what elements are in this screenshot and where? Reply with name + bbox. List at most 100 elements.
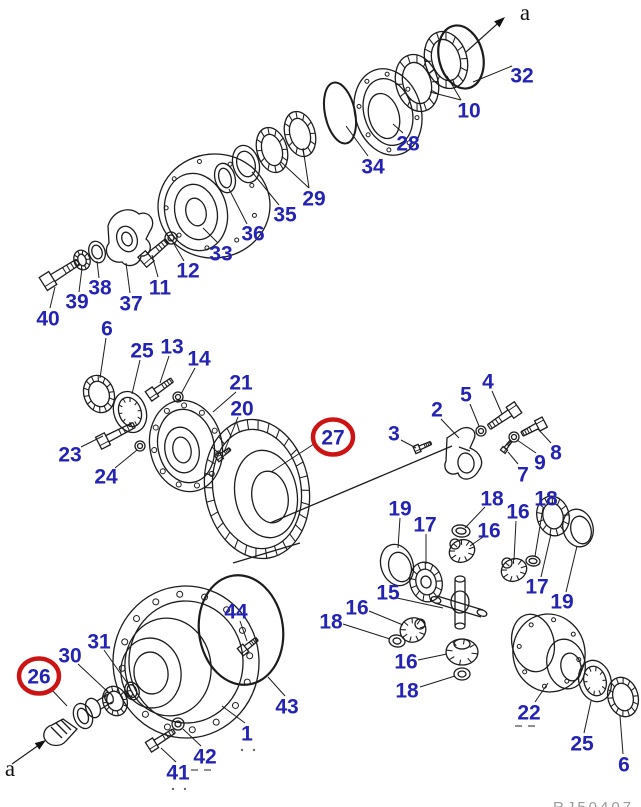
svg-text:19: 19 [388, 498, 411, 521]
svg-text:18: 18 [319, 611, 343, 634]
part-label-12: 12 [173, 243, 200, 283]
part-hub-flange-21 [148, 399, 224, 493]
svg-text:23: 23 [58, 444, 81, 467]
svg-text:6: 6 [618, 754, 630, 777]
part-label-10: 10 [429, 75, 481, 123]
svg-text:24: 24 [94, 466, 118, 489]
svg-text:26: 26 [27, 666, 50, 689]
svg-text:22: 22 [517, 702, 540, 725]
part-ring-35 [231, 144, 261, 184]
part-label-43: 43 [267, 676, 299, 719]
section-marker-a-bottom: a [5, 740, 46, 781]
part-carrier-housing-33 [157, 153, 271, 259]
svg-text:44: 44 [224, 601, 248, 624]
part-washer-5 [475, 425, 487, 437]
part-side-gear-17a [409, 561, 443, 603]
part-pinion-16a [448, 538, 476, 564]
part-label-36: 36 [228, 188, 265, 246]
part-label-34: 34 [345, 125, 385, 179]
svg-text:34: 34 [361, 156, 385, 179]
svg-text:33: 33 [209, 243, 232, 266]
svg-text:38: 38 [88, 277, 112, 300]
part-spider-15 [430, 575, 488, 630]
svg-text:11: 11 [149, 277, 172, 300]
part-ring-38 [88, 240, 106, 264]
part-bearing-cap-37 [105, 209, 154, 267]
svg-text:16: 16 [345, 597, 368, 620]
part-diff-housing-1 [112, 585, 260, 739]
part-pinion-16b [500, 557, 528, 583]
part-label-18: 18 [395, 675, 456, 703]
svg-text:27: 27 [321, 427, 344, 450]
svg-text:9: 9 [534, 452, 546, 475]
svg-text:41: 41 [166, 762, 190, 785]
part-bolt-41 [144, 728, 176, 753]
svg-text:39: 39 [65, 291, 88, 314]
part-label-25: 25 [570, 700, 594, 756]
part-bolt-11 [137, 238, 170, 269]
part-label-26: 26 [16, 656, 68, 707]
svg-text:10: 10 [457, 100, 480, 123]
part-label-31: 31 [87, 631, 129, 685]
part-label-5: 5 [460, 384, 480, 427]
part-washer-18d [453, 667, 471, 681]
part-label-29: 29 [280, 147, 326, 211]
svg-text:16: 16 [506, 501, 529, 524]
svg-text:3: 3 [388, 423, 400, 446]
part-label-30: 30 [58, 645, 110, 694]
part-bolt-40 [38, 258, 81, 292]
part-label-20: 20 [223, 398, 254, 453]
part-o-ring-34 [322, 81, 358, 145]
part-label-23: 23 [58, 435, 104, 467]
part-washer-18b [525, 555, 541, 567]
part-label-39: 39 [65, 267, 89, 314]
part-label-8: 8 [537, 428, 562, 465]
part-washer-18c [388, 634, 406, 648]
svg-text:16: 16 [394, 651, 417, 674]
svg-text:43: 43 [275, 696, 298, 719]
part-bolt-8 [520, 416, 549, 437]
part-label-7: 7 [507, 451, 529, 487]
svg-text:6: 6 [101, 318, 113, 341]
part-diff-case-22 [510, 613, 586, 693]
part-label-18: 18 [464, 488, 504, 529]
watermark-code: RJ50407 [553, 799, 634, 807]
part-bolt-44 [236, 636, 259, 657]
svg-text:25: 25 [130, 340, 154, 363]
svg-text:18: 18 [534, 488, 558, 511]
part-yoke-shaft-26 [43, 691, 114, 747]
svg-text:16: 16 [477, 520, 500, 543]
svg-text:4: 4 [482, 371, 494, 394]
part-nut-12 [164, 231, 178, 245]
part-thrust-washer-19b [562, 508, 594, 548]
part-label-6: 6 [99, 318, 113, 379]
svg-text:20: 20 [230, 398, 253, 421]
svg-text:15: 15 [376, 582, 400, 605]
part-label-16: 16 [394, 651, 448, 674]
part-label-38: 38 [88, 260, 112, 300]
part-thrust-washer-19a [379, 543, 415, 587]
svg-text:42: 42 [193, 746, 216, 769]
part-label-15: 15 [376, 582, 444, 609]
part-label-13: 13 [159, 336, 184, 384]
part-bearing-cage-6-lower [606, 676, 640, 718]
part-label-16: 16 [345, 597, 404, 626]
part-nut-42 [171, 717, 185, 731]
part-label-19: 19 [388, 498, 412, 549]
part-label-28: 28 [392, 123, 420, 156]
svg-text:31: 31 [87, 631, 111, 654]
callout-circle-26 [16, 656, 62, 696]
svg-text:18: 18 [480, 488, 504, 511]
svg-text:1: 1 [241, 723, 253, 746]
section-marker-a-top: a [465, 0, 530, 53]
part-label-41: 41 [160, 747, 190, 791]
svg-text:19: 19 [550, 591, 573, 614]
svg-text:5: 5 [460, 384, 472, 407]
part-label-42: 42 [182, 728, 217, 771]
part-washer-18a [451, 524, 471, 538]
part-lock-fork-2 [444, 426, 483, 480]
part-ring-36 [213, 162, 237, 194]
section-letter: a [5, 756, 15, 781]
